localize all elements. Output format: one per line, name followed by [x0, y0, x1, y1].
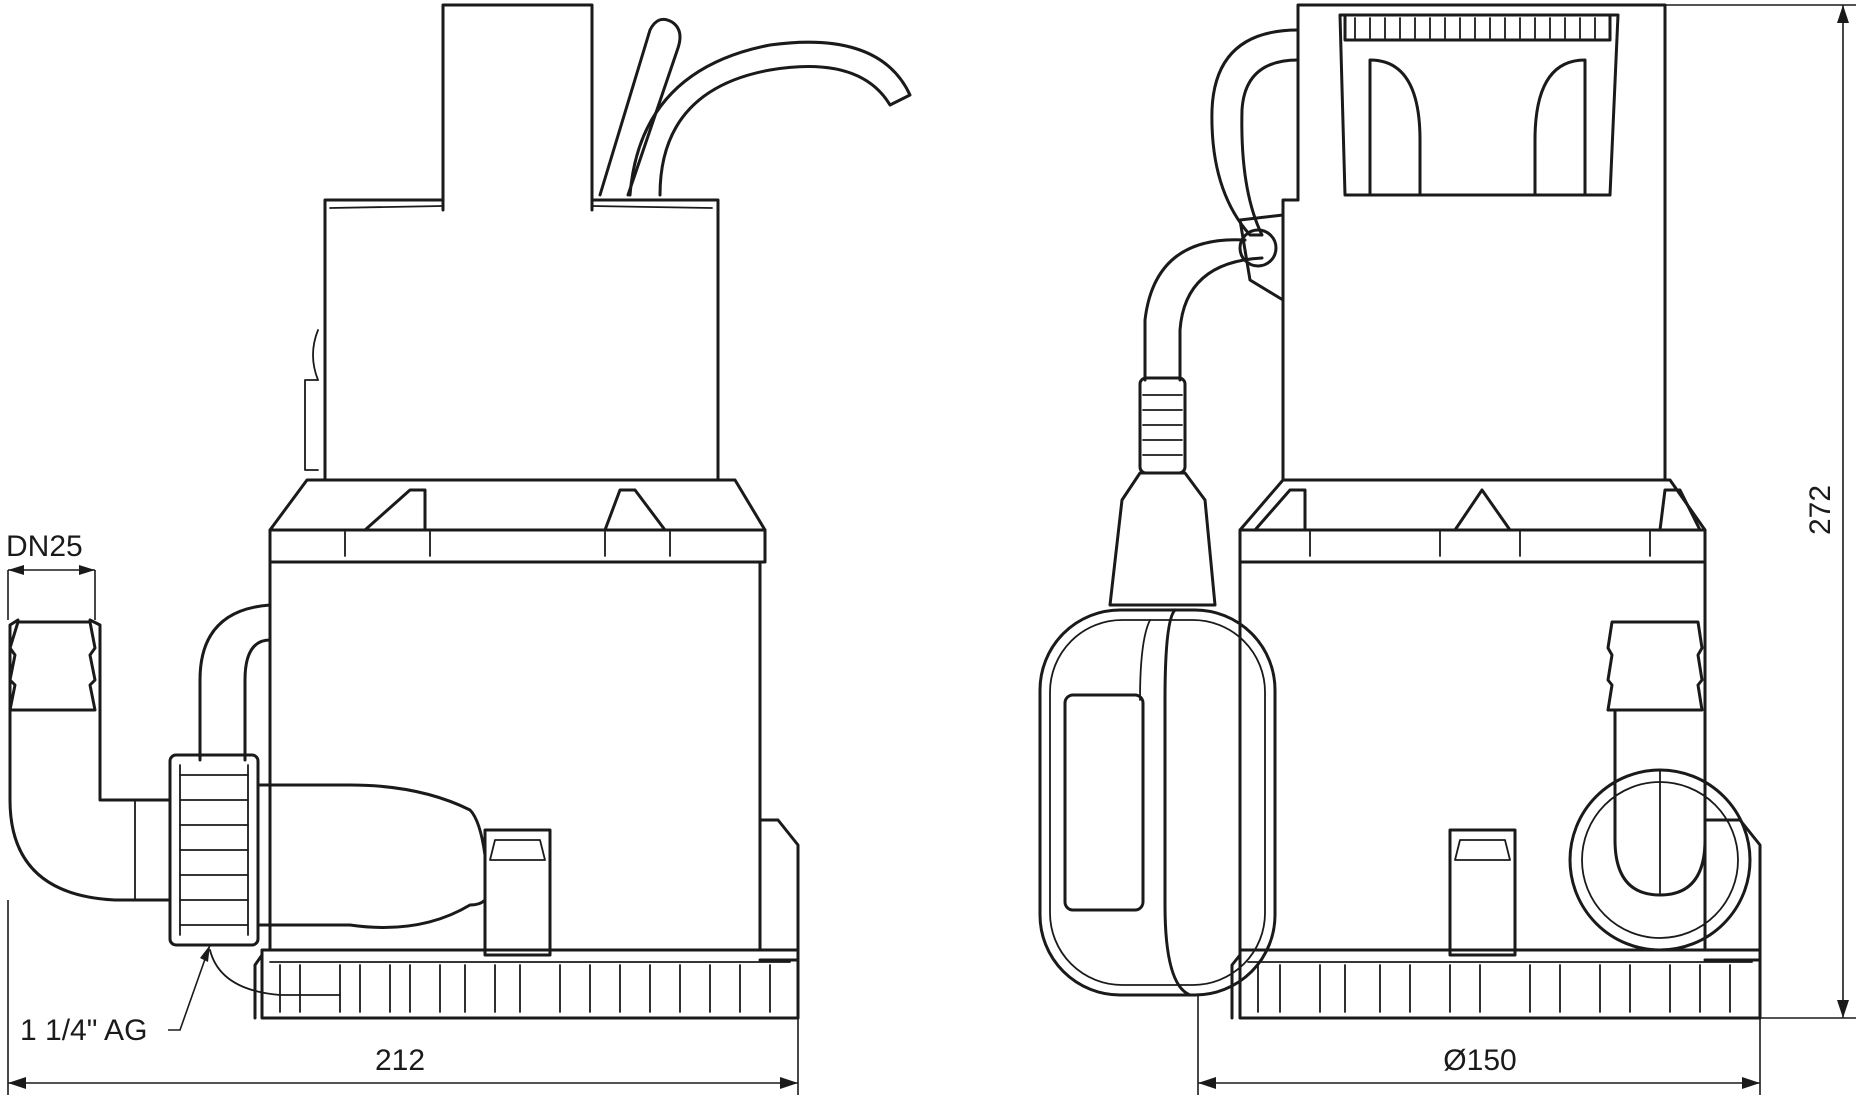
width-label: 212: [375, 1044, 425, 1077]
base-slots: [269, 961, 791, 1013]
pump-front-view: [1038, 3, 1762, 1020]
base-slots-front: [1247, 961, 1753, 1013]
pump-side-view: [8, 3, 912, 1020]
handle-grip-ribs: [1354, 17, 1596, 39]
inlet-size-label: DN25: [6, 530, 83, 563]
height-label: 272: [1804, 485, 1837, 535]
thread-label: 1 1/4" AG: [20, 1014, 147, 1047]
diameter-label: Ø150: [1443, 1044, 1516, 1077]
dimension-lines: [7, 4, 1856, 1095]
